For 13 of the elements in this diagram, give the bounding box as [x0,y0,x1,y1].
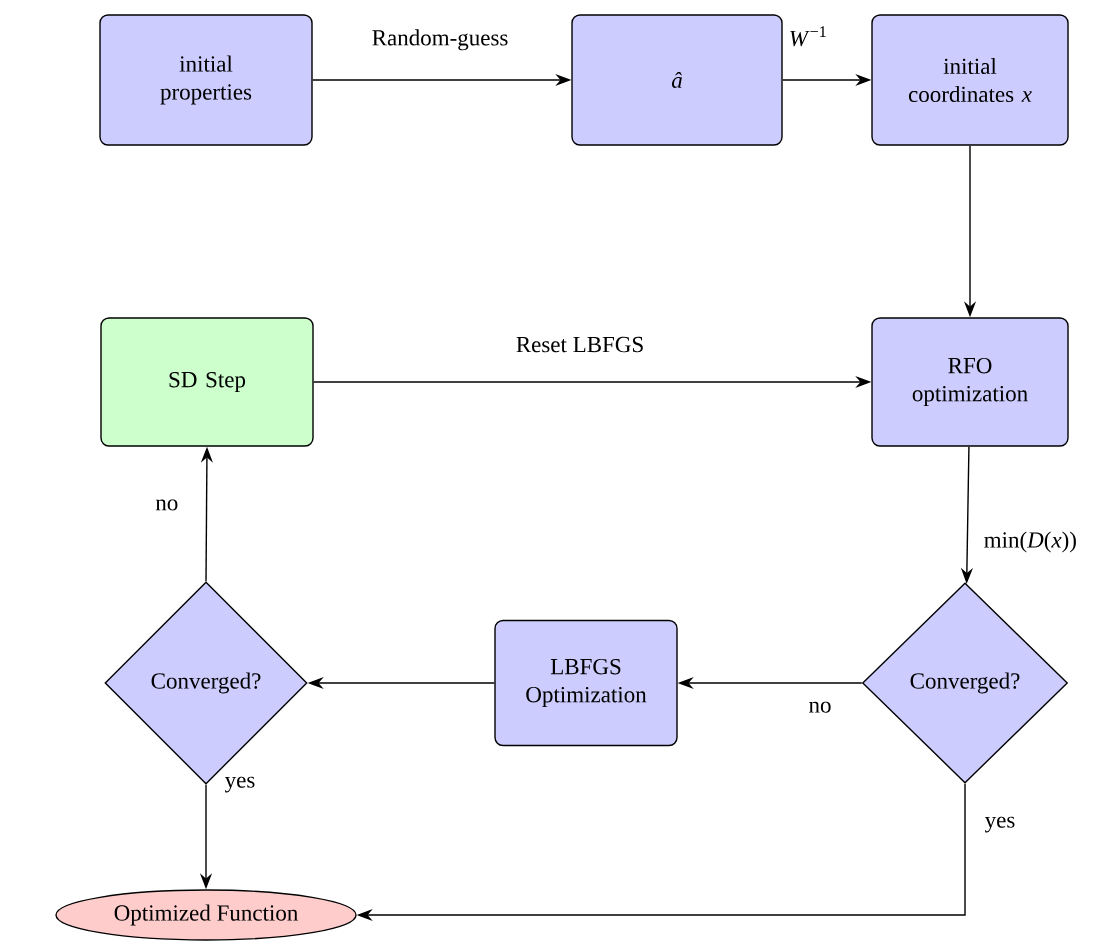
edge-label: Reset LBFGS [516,336,643,353]
edge-label: W$^{−1}$ [790,26,826,47]
process-box: RFO optimization [871,317,1069,447]
process-box: initial coordinates x [871,14,1069,146]
edge-label: no [155,499,178,511]
process-box: SD Step [100,317,314,447]
process-box: initial properties [99,14,313,146]
edge-label: yes [984,816,1015,833]
edge-label: min(D(x)) [984,531,1076,553]
edge-label: no [809,701,831,713]
process-box: â [571,14,783,146]
edge-label: Random-guess [372,29,508,51]
process-box: LBFGS Optimization [494,619,678,747]
